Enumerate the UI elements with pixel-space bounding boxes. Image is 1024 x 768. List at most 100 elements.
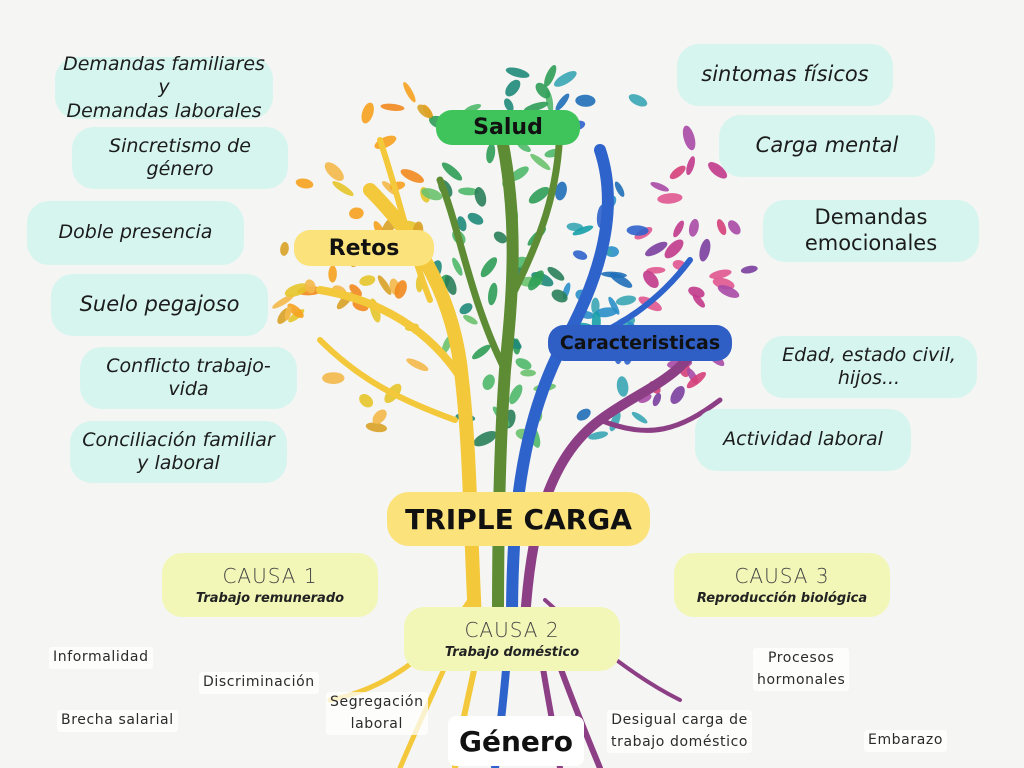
root-label-embarazo: Embarazo (864, 730, 947, 752)
leaf (505, 67, 530, 78)
leaf (727, 220, 741, 235)
leaf (394, 280, 407, 299)
leaf (553, 71, 577, 87)
leaf (609, 272, 633, 288)
causa-3-title: CAUSA 3 (734, 564, 830, 588)
leaf (349, 207, 364, 220)
leaf (657, 193, 683, 204)
leaf (472, 344, 491, 360)
leaf (708, 162, 728, 179)
leaf (287, 303, 304, 319)
leaf (520, 369, 536, 377)
leaf (615, 295, 637, 306)
left-bubble-conciliacion: Conciliación familiar y laboral (70, 421, 287, 483)
leaf (645, 241, 668, 257)
causa-1-box: CAUSA 1 Trabajo remunerado (162, 553, 378, 617)
leaf (377, 275, 392, 295)
root-label-procesos: Procesos hormonales (753, 648, 850, 692)
leaf (280, 241, 289, 256)
leaf (614, 181, 625, 197)
leaf (626, 225, 649, 236)
leaf (576, 408, 591, 421)
leaf (555, 93, 570, 111)
leaf (380, 103, 405, 111)
leaf (493, 231, 507, 244)
leaf (505, 79, 521, 97)
leaf (575, 94, 596, 107)
leaf (458, 187, 479, 196)
causa-1-title: CAUSA 1 (222, 564, 318, 588)
leaf (459, 303, 473, 315)
leaf (284, 306, 292, 321)
leaf (650, 182, 669, 192)
root-label-brecha: Brecha salarial (57, 710, 178, 732)
leaf (692, 294, 706, 308)
leaf (572, 225, 594, 236)
leaf (572, 250, 588, 260)
leaf (740, 265, 758, 274)
leaf (272, 294, 295, 309)
leaf (509, 384, 523, 405)
leaf (628, 94, 648, 107)
leaf (515, 358, 532, 370)
leaf (643, 270, 659, 288)
leaf (332, 181, 354, 197)
leaf (444, 275, 457, 295)
leaf (530, 153, 551, 171)
causa-3-subtitle: Reproducción biológica (696, 591, 868, 606)
leaf (528, 186, 550, 204)
leaf (304, 279, 316, 294)
leaf (669, 165, 686, 180)
left-bubble-doble-presencia: Doble presencia (27, 201, 244, 265)
leaf (504, 98, 514, 112)
leaf (509, 166, 529, 182)
right-bubble-edad: Edad, estado civil, hijos... (761, 336, 977, 398)
leaf (474, 187, 487, 207)
leaf (467, 212, 484, 225)
left-bubble-conflicto: Conflicto trabajo-vida (80, 347, 297, 409)
leaf (528, 270, 544, 291)
leaf (717, 285, 740, 298)
leaf (616, 376, 629, 397)
leaf (682, 125, 696, 151)
right-bubble-sintomas: sintomas físicos (677, 44, 893, 106)
left-bubble-suelo-pegajoso: Suelo pegajoso (51, 274, 268, 336)
right-bubble-carga-mental: Carga mental (719, 115, 935, 177)
root-label-desigual: Desigual carga de trabajo doméstico (607, 710, 753, 754)
leaf (463, 314, 478, 325)
leaf (555, 181, 567, 201)
leaf (595, 307, 618, 318)
leaf (482, 374, 495, 390)
leaf (699, 238, 711, 262)
leaf (324, 162, 344, 181)
causa-2-subtitle: Trabajo doméstico (444, 645, 580, 660)
leaf (588, 431, 609, 440)
leaf (673, 220, 685, 238)
leaf (372, 409, 387, 425)
leaf (547, 266, 565, 281)
leaf (688, 286, 705, 298)
leaf (365, 422, 387, 433)
root-label-informalidad: Informalidad (49, 647, 153, 669)
root-label-discriminacion: Discriminación (199, 672, 319, 694)
leaf (359, 275, 376, 286)
leaf (631, 411, 648, 424)
leaf (359, 393, 374, 408)
leaf (486, 143, 496, 164)
right-bubble-actividad: Actividad laboral (695, 409, 911, 471)
leaf (421, 188, 443, 201)
leaf (544, 64, 557, 87)
leaf (457, 216, 467, 232)
root-label-segregacion: Segregación laboral (326, 692, 428, 736)
causa-1-subtitle: Trabajo remunerado (195, 591, 345, 606)
branch-label-caracteristicas: Caracteristicas (548, 325, 732, 361)
diagram-title: TRIPLE CARGA (387, 492, 650, 546)
branch-label-retos: Retos (294, 230, 434, 266)
right-bubble-demandas-emocionales: Demandas emocionales (763, 200, 979, 262)
leaf (403, 82, 416, 103)
leaf (523, 101, 549, 113)
leaf (709, 269, 732, 279)
leaf (322, 372, 345, 384)
leaf (361, 102, 374, 124)
left-bubble-sincretismo: Sincretismo de género (72, 127, 288, 189)
